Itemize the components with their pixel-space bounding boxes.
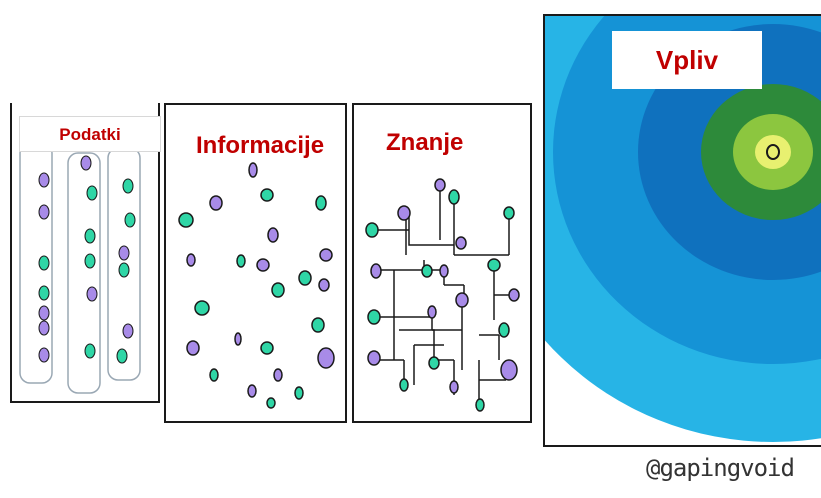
label-impact: Vpliv <box>612 31 762 89</box>
ring-core <box>755 135 791 169</box>
label-information: Informacije <box>196 132 325 159</box>
label-data: Podatki <box>19 116 161 152</box>
center-point <box>766 144 780 160</box>
information-panel <box>164 103 347 423</box>
information-dots <box>178 162 335 409</box>
artist-signature: @gapingvoid <box>646 454 795 482</box>
data-panel <box>10 103 160 403</box>
connected-network-illustration <box>365 178 520 412</box>
knowledge-nodes <box>365 178 520 412</box>
data-column-2 <box>67 152 101 394</box>
knowledge-panel <box>352 103 532 423</box>
scattered-dots-illustration <box>178 162 335 409</box>
data-columns-illustration <box>19 142 141 394</box>
knowledge-connections <box>372 185 514 405</box>
label-knowledge: Znanje <box>386 129 464 156</box>
data-dots <box>38 155 136 364</box>
